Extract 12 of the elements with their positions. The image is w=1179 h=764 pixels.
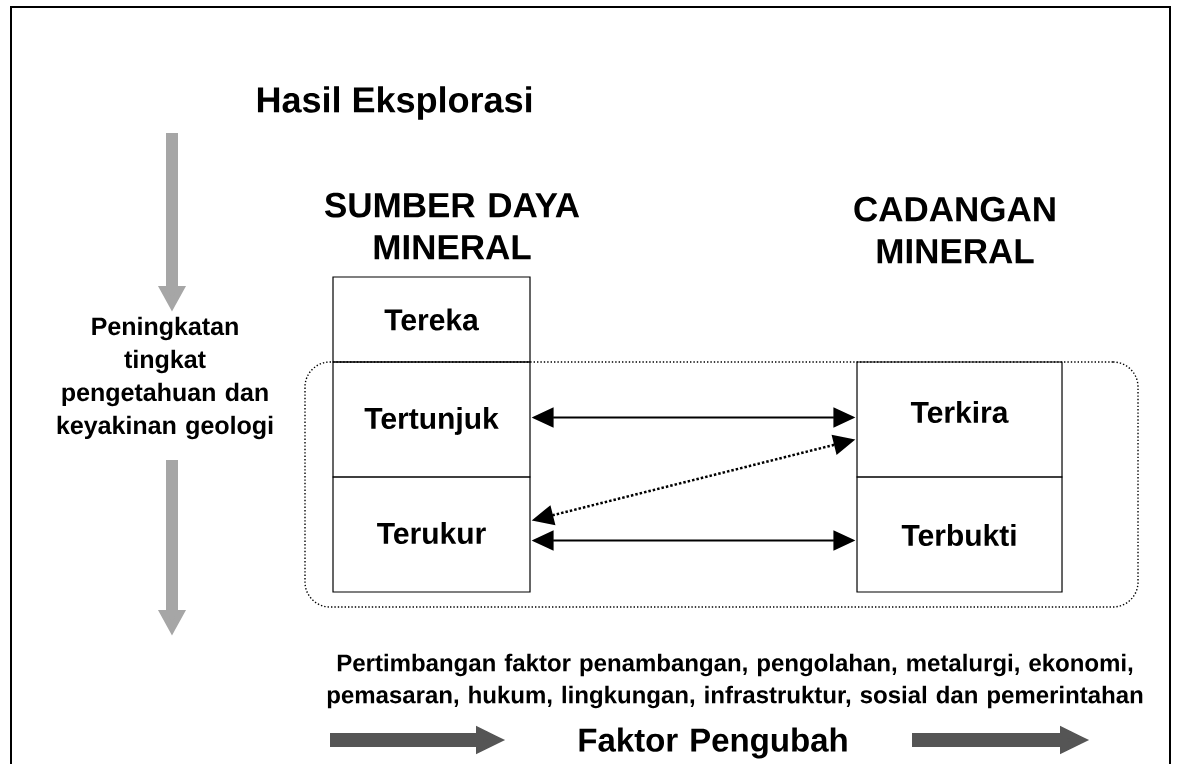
note: Pertimbangan faktor penambangan, pengolahan, metalurgi, ekonomi, pemasaran, hukum, lingkungan, infrastruktur, sosial dan pemerintahan — [327, 653, 1143, 709]
category-box: Terbukti — [856, 476, 1063, 593]
heading: SUMBER DAYA MINERAL — [324, 192, 580, 260]
category-box: Terkira — [856, 361, 1063, 478]
dotted-region — [304, 361, 1139, 608]
heading: CADANGAN MINERAL — [854, 196, 1055, 264]
category-box: Tertunjuk — [332, 361, 531, 478]
title: Hasil Eksplorasi — [257, 86, 532, 120]
axis-label: Peningkatan tingkat pengetahuan dan keyakinan geologi — [57, 316, 273, 440]
caption-label: Faktor Pengubah — [579, 727, 847, 759]
category-box: Tereka — [332, 276, 531, 363]
category-box: Terukur — [332, 476, 531, 593]
